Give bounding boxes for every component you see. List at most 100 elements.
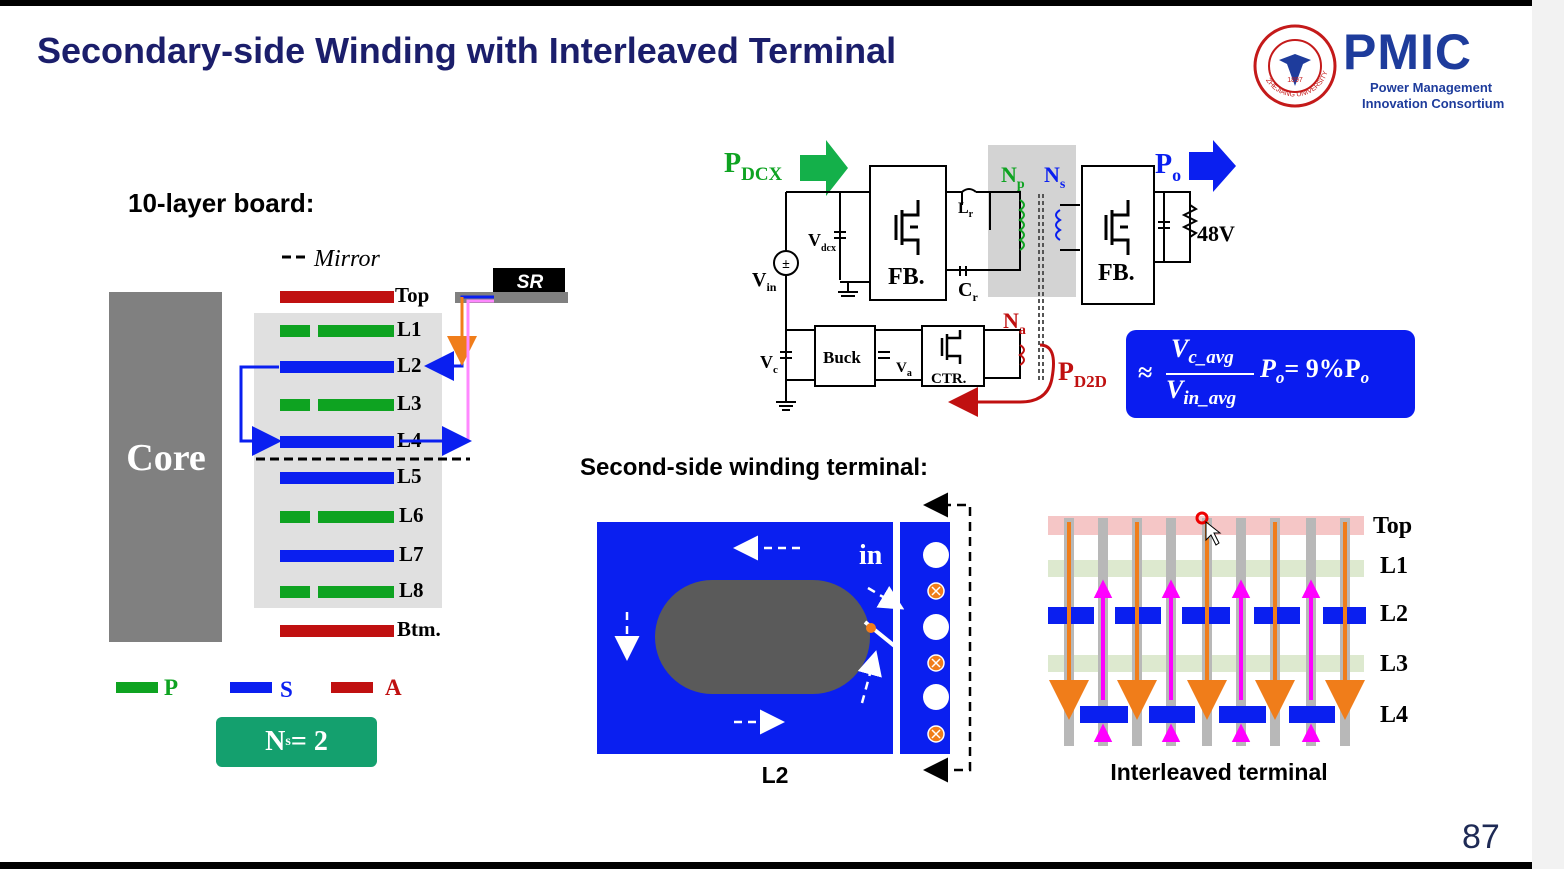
terminal-pads (923, 542, 949, 710)
sr-label: SR (517, 272, 544, 293)
seal-year: 1897 (1287, 77, 1303, 84)
np-winding (1018, 199, 1025, 251)
ctr-box (921, 325, 985, 387)
layer-btm-bar (280, 625, 394, 637)
layer-top-bar (280, 291, 394, 303)
core-block (109, 292, 222, 642)
pmic-subtitle-line1: Power Management (1370, 80, 1493, 95)
eq-approx: ≈ (1138, 358, 1153, 387)
page-number: 87 (1462, 818, 1500, 856)
layer-l6-bar-b (318, 511, 394, 523)
layer-label-top: Top (395, 283, 429, 307)
flow-arrow-in (867, 586, 905, 610)
layer-l3-bar-a (280, 399, 310, 411)
legend-s-label: S (280, 677, 293, 702)
layer-l3-bar-b (318, 399, 394, 411)
buck-label: Buck (823, 348, 861, 367)
laser-pointer-dot (1195, 511, 1209, 525)
interleaved-l4-pads (1080, 706, 1335, 723)
na-winding (1018, 344, 1025, 366)
eq-denominator: Vin_avg (1166, 375, 1237, 410)
layer-l1-bar-a (280, 325, 310, 337)
sr-pad (455, 292, 568, 303)
output-voltage-label: 48V (1197, 221, 1235, 246)
p-o-arrow (1189, 140, 1236, 192)
layer-label-l6: L6 (399, 503, 424, 527)
p-dcx-arrow (800, 140, 848, 196)
eq-rhs: Po= 9%Po (1260, 354, 1370, 388)
layer-label-l8: L8 (399, 578, 424, 602)
orange-arrows (1049, 522, 1365, 720)
legend-p-swatch (116, 682, 158, 693)
top-border (0, 0, 1532, 6)
core-window (655, 580, 870, 694)
p-o-label: Po (1155, 149, 1181, 185)
terminal-heading: Second-side winding terminal: (580, 454, 929, 481)
cr-label: Cr (958, 279, 978, 304)
layer-l8-bar-b (318, 586, 394, 598)
interleaved-label-l1: L1 (1380, 553, 1408, 579)
p-d2d-label: PD2D (1058, 357, 1107, 391)
vin-label: Vin (752, 269, 777, 294)
eq-numerator: Vc_avg (1171, 334, 1234, 369)
l2-slit (863, 620, 899, 754)
fb1-label: FB. (888, 264, 925, 290)
pmic-logo-text: PMIC (1343, 24, 1472, 80)
right-margin (1532, 0, 1564, 869)
legend-a-label: A (385, 675, 402, 700)
interleaved-label-top: Top (1373, 513, 1412, 539)
fb1-box (869, 165, 947, 301)
layer-l8-bar-a (280, 586, 310, 598)
interleaved-label-l3: L3 (1380, 651, 1408, 677)
fb2-box (1081, 165, 1155, 305)
layer-label-btm: Btm. (397, 617, 441, 641)
board-heading: 10-layer board: (128, 188, 315, 218)
layer-l2-bar (280, 361, 394, 373)
via-icons (927, 582, 945, 743)
layer-label-l7: L7 (399, 542, 424, 566)
layer-label-l1: L1 (397, 317, 422, 341)
pmic-subtitle-line2: Innovation Consortium (1362, 96, 1505, 111)
zju-seal-logo: 1897 ZHEJIANG UNIVERSITY (1253, 24, 1337, 108)
interleaved-caption: Interleaved terminal (1110, 759, 1327, 785)
ns-winding (1055, 209, 1062, 241)
vc-label: Vc (760, 352, 778, 376)
layer-label-l5: L5 (397, 464, 422, 488)
fb2-label: FB. (1098, 260, 1135, 286)
svg-text:±: ± (782, 257, 790, 272)
load-resistor (1181, 204, 1199, 238)
layer-l6-bar-a (280, 511, 310, 523)
mirror-label: Mirror (313, 246, 380, 272)
core-label: Core (126, 437, 206, 479)
transformer-background (988, 145, 1076, 297)
mouse-cursor-icon (1205, 520, 1222, 546)
magenta-arrows (1093, 579, 1321, 742)
ctr-label: CTR. (931, 371, 967, 387)
slide-title: Secondary-side Winding with Interleaved … (37, 30, 897, 71)
l2-caption: L2 (762, 762, 789, 788)
p-d2d-arrow (948, 343, 1055, 417)
in-label: in (859, 540, 883, 571)
legend-s-swatch (230, 682, 272, 693)
interleaved-label-l4: L4 (1380, 702, 1408, 728)
p-dcx-label: PDCX (724, 148, 783, 185)
na-label: Na (1003, 308, 1026, 338)
interleaved-label-l2: L2 (1380, 601, 1408, 627)
va-label: Va (896, 360, 912, 379)
legend-a-swatch (331, 682, 373, 693)
vin-source (773, 250, 799, 276)
l2-to-l4-connection (239, 365, 282, 456)
sr-block (493, 268, 565, 292)
mosfet-icon-3 (940, 330, 962, 364)
power-ratio-equation-box: ≈ Vc_avg Vin_avg Po= 9%Po (1126, 330, 1415, 418)
layer-label-l3: L3 (397, 391, 422, 415)
np-label: Np (1001, 162, 1025, 192)
ns-label: Ns (1044, 162, 1066, 192)
legend-p-label: P (164, 675, 178, 700)
l2-via-point (866, 623, 876, 633)
layer-l5-bar (280, 472, 394, 484)
bottom-border (0, 862, 1532, 869)
layer-l7-bar (280, 550, 394, 562)
